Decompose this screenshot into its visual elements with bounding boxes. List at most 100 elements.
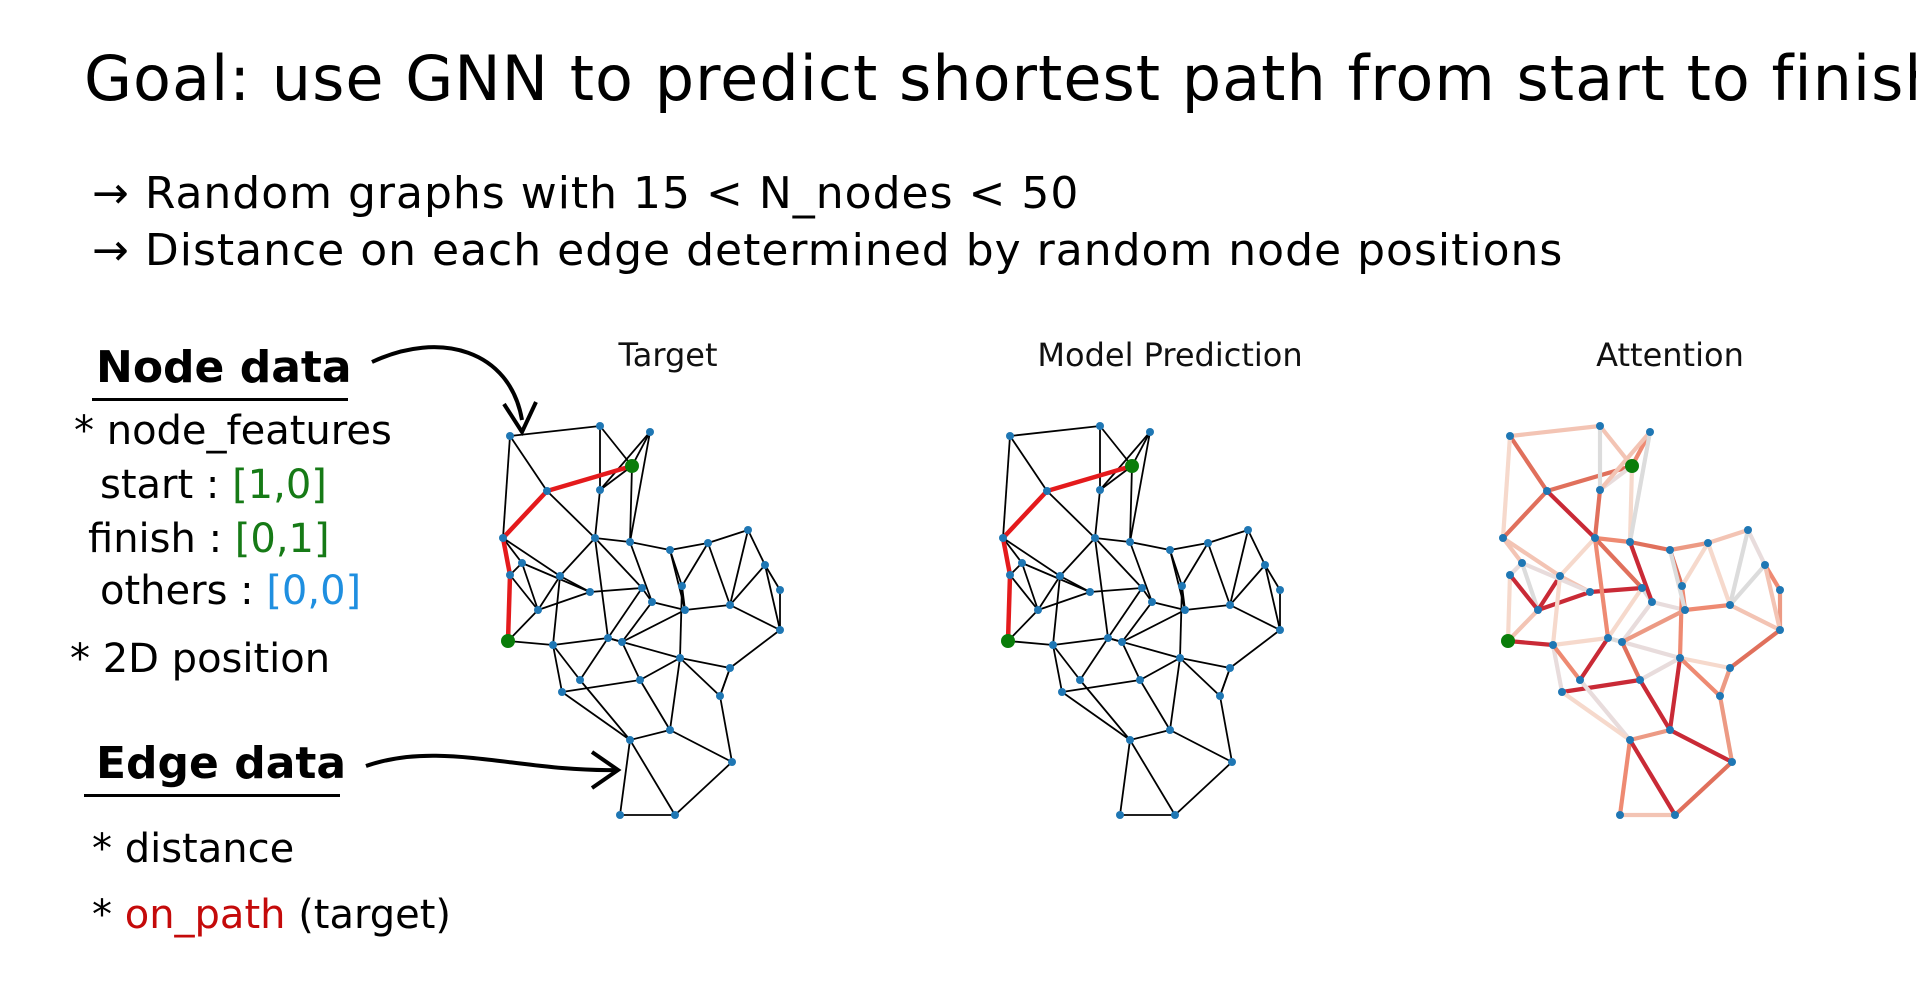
graph-node: [1276, 586, 1284, 594]
graph-node: [1776, 626, 1784, 634]
graph-node: [1204, 539, 1212, 547]
graph-node: [1166, 726, 1174, 734]
graph-node: [596, 422, 604, 430]
graph-edge: [1680, 541, 1710, 588]
graph-edge: [1007, 640, 1054, 646]
graph-node: [1506, 432, 1514, 440]
finish-feature: finish : [0,1]: [88, 516, 330, 562]
graph-edge: [1593, 536, 1644, 590]
graph-node: [1499, 534, 1507, 542]
graph-node: [1676, 654, 1684, 662]
graph-edge: [561, 691, 631, 741]
graph-node: [1704, 539, 1712, 547]
graph-node: [1636, 676, 1644, 684]
graph-edge: [684, 604, 731, 611]
graph-node: [1558, 688, 1566, 696]
others-feature: others : [0,0]: [100, 568, 361, 614]
graph-node: [616, 811, 624, 819]
graph-edge: [651, 601, 686, 611]
graph-node: [671, 811, 679, 819]
panel-title-attention: Attention: [1596, 336, 1744, 374]
graph-node: [726, 601, 734, 609]
start-feature: start : [1,0]: [100, 462, 327, 508]
path-edge: [501, 489, 549, 540]
graph-node: [1276, 626, 1284, 634]
graph-node: [676, 654, 684, 662]
graph-node: [1586, 588, 1594, 596]
graph-edge: [1219, 695, 1233, 763]
graph-edge: [1551, 643, 1582, 682]
graph-edge: [552, 637, 609, 646]
graph-edge: [509, 425, 601, 437]
panel-title-model-prediction: Model Prediction: [1037, 336, 1303, 374]
graph-edge: [502, 435, 511, 539]
graph-edge: [1219, 667, 1231, 697]
graph-edge: [1592, 489, 1603, 539]
graph-node: [1018, 559, 1026, 567]
graph-edge: [1628, 738, 1677, 817]
graph-edge: [1129, 431, 1151, 543]
start-value: [1,0]: [232, 462, 327, 508]
graph-node: [549, 641, 557, 649]
edge-data-heading: Edge data: [96, 738, 347, 789]
graph-node: [1604, 634, 1612, 642]
graph-edge: [1099, 431, 1151, 491]
graph-edge: [552, 644, 581, 681]
graph-edge: [729, 629, 781, 669]
graph-edge: [681, 542, 709, 587]
graph-edge: [1179, 657, 1231, 669]
graph-edge: [599, 425, 633, 467]
graph-node: [558, 688, 566, 696]
graph-node: [1148, 598, 1156, 606]
bullet-random-graphs: → Random graphs with 15 < N_nodes < 50: [92, 168, 1080, 219]
graph-node: [1076, 676, 1084, 684]
graph-edge: [1037, 591, 1091, 611]
graph-node: [1648, 598, 1656, 606]
graph-node: [1726, 664, 1734, 672]
graph-edge: [1229, 629, 1281, 669]
graph-node: [744, 526, 752, 534]
graph-edge: [537, 591, 591, 611]
graph-edge: [1107, 587, 1143, 639]
graph-edge: [729, 564, 766, 606]
graph-node: [1216, 692, 1224, 700]
graph-node: [728, 758, 736, 766]
graph-edge: [1264, 564, 1281, 631]
graph-edge: [1506, 608, 1540, 643]
graph-edge: [1052, 575, 1061, 646]
graph-edge: [1129, 465, 1133, 543]
graph-edge: [674, 761, 733, 816]
graph-edge: [729, 529, 749, 606]
node-data-underline: [92, 398, 348, 401]
graph-node: [1058, 688, 1066, 696]
start-node: [1625, 459, 1639, 473]
attention-graph: [1499, 422, 1784, 819]
graph-node: [638, 584, 646, 592]
graph-edge: [1629, 539, 1671, 553]
graph-node: [1181, 606, 1189, 614]
graph-edge: [679, 657, 721, 697]
graph-edge: [1727, 529, 1751, 606]
graph-node: [1626, 736, 1634, 744]
graph-edge: [1046, 490, 1096, 539]
graph-edge: [1509, 423, 1601, 439]
graph-node: [1534, 606, 1542, 614]
graph-edge: [764, 564, 781, 591]
graph-edge: [579, 637, 609, 681]
graph-edge: [1229, 564, 1266, 606]
graph-edge: [1061, 691, 1131, 741]
on-path-suffix: (target): [298, 892, 452, 938]
distance-label: * distance: [92, 826, 295, 872]
graph-edge: [1002, 435, 1011, 539]
graph-node: [1261, 561, 1269, 569]
graph-edge: [747, 529, 766, 566]
graph-edge: [1507, 638, 1554, 648]
graph-edge: [507, 640, 554, 646]
graph-edge: [1594, 535, 1631, 545]
graph-edge: [1139, 657, 1181, 681]
graph-edge: [1501, 536, 1562, 578]
graph-node: [1096, 422, 1104, 430]
graph-edge: [1729, 603, 1781, 632]
graph-edge: [607, 587, 643, 639]
graph-node: [1626, 538, 1634, 546]
